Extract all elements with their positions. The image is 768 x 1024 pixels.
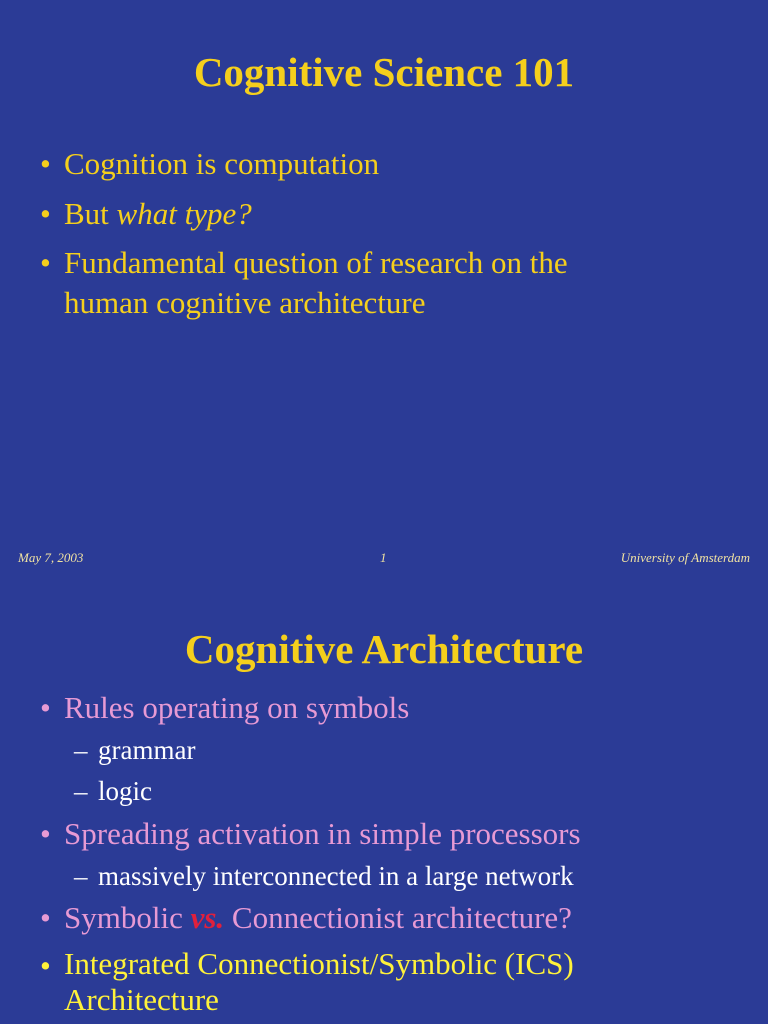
dash-icon: –	[74, 861, 88, 891]
bullet-text: But what type?	[64, 194, 744, 234]
bullet-before: Symbolic	[64, 900, 191, 935]
bullet-emphasis: what type?	[116, 196, 252, 231]
bullet-dot-icon: •	[40, 146, 51, 181]
bullet-text-line-1: Integrated Connectionist/Symbolic (ICS)	[64, 946, 574, 981]
bullet-after: Connectionist architecture?	[224, 900, 572, 935]
bullet-dot-icon: •	[40, 900, 51, 935]
bullet-dot-icon: •	[40, 948, 51, 983]
footer-organization: University of Amsterdam	[620, 550, 750, 565]
dash-icon: –	[74, 776, 88, 806]
slide-1-title: Cognitive Science 101	[193, 49, 575, 95]
slide-2: Cognitive Architecture • Rules operating…	[0, 576, 768, 1024]
bullet-text-line-2: human cognitive architecture	[64, 285, 426, 320]
sub-bullet-text: logic	[98, 776, 152, 806]
bullet-text: Cognition is computation	[64, 146, 380, 181]
bullet-text: Symbolic vs. Connectionist architecture?	[64, 898, 744, 938]
vs-emphasis: vs.	[190, 900, 225, 935]
sub-bullet-text: massively interconnected in a large netw…	[98, 861, 574, 891]
bullet-dot-icon: •	[40, 816, 51, 851]
bullet-text: Rules operating on symbols	[64, 690, 410, 725]
footer-date: May 7, 2003	[18, 550, 84, 565]
bullet-dot-icon: •	[40, 196, 51, 231]
bullet-dot-icon: •	[40, 245, 51, 280]
dash-icon: –	[74, 735, 88, 765]
bullet-text-line-1: Fundamental question of research on the	[64, 245, 568, 280]
slide-1: Cognitive Science 101 • Cognition is com…	[18, 49, 750, 565]
bullet-prefix: But	[64, 196, 117, 231]
bullet-text: Spreading activation in simple processor…	[64, 816, 581, 851]
footer-page-number: 1	[380, 550, 387, 565]
bullet-dot-icon: •	[40, 690, 51, 725]
slide-2-title: Cognitive Architecture	[184, 626, 584, 672]
sub-bullet-text: grammar	[98, 735, 196, 765]
bullet-text-line-2: Architecture	[64, 982, 219, 1017]
